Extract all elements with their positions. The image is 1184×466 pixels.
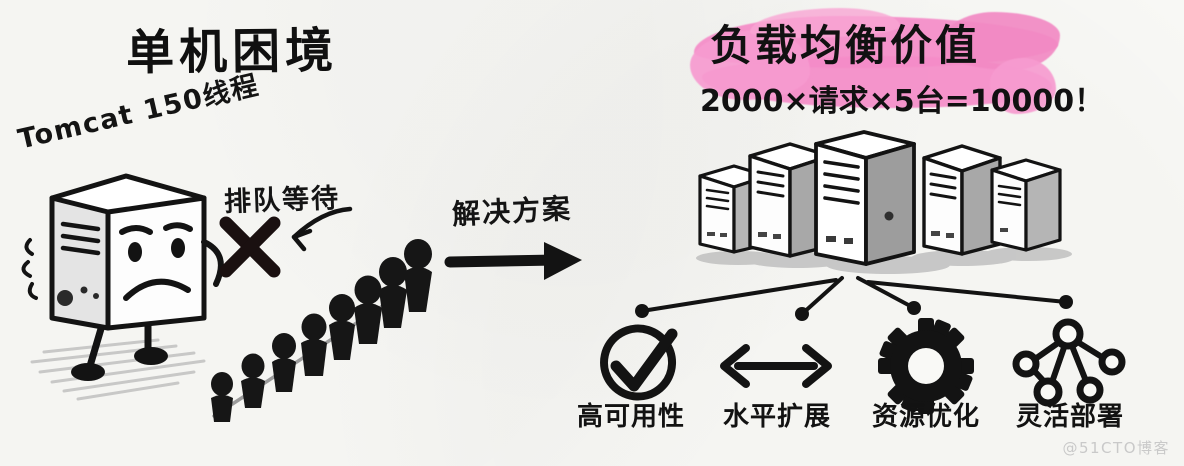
- benefit-connectors: [635, 276, 1073, 321]
- queue-person: [379, 257, 407, 328]
- gear-icon: [878, 318, 974, 414]
- solution-arrow-icon: [444, 242, 582, 280]
- queue-person: [329, 294, 355, 360]
- led-2: [93, 293, 99, 299]
- server-vents: [60, 221, 101, 256]
- ground-shadow: [30, 338, 206, 401]
- queue-person: [211, 372, 233, 422]
- network-nodes: [1012, 318, 1126, 407]
- server-frown-mouth: [123, 278, 191, 301]
- server-foot-left: [71, 363, 105, 381]
- curved-arrow-shaft: [291, 206, 353, 240]
- benefit-label-optimization: 资源优化: [871, 402, 980, 432]
- network-tree-icon: [1012, 318, 1126, 407]
- horizontal-arrows-icon: [720, 344, 832, 388]
- highlight-band: [690, 8, 1062, 114]
- benefit-label-scaling: 水平扩展: [722, 402, 831, 432]
- reject-and-arrow-group: [219, 206, 353, 278]
- server-eyebrows: [119, 222, 193, 235]
- watermark: @51CTO博客: [1062, 439, 1170, 457]
- load-balance-title: 负载均衡价值: [710, 21, 981, 70]
- queue-person: [354, 275, 382, 344]
- sweat-marks: [21, 238, 38, 300]
- connector-endpoints: [635, 295, 1073, 321]
- load-balance-formula: 2000×请求×5台=10000！: [700, 84, 1105, 119]
- server-tower: [990, 158, 1062, 252]
- queue-person: [301, 313, 327, 376]
- server-front-face: [105, 195, 207, 331]
- queue-person: [272, 333, 296, 392]
- server-arm: [201, 239, 224, 287]
- cross-mark: [219, 216, 281, 278]
- check-circle-icon: [600, 324, 678, 401]
- benefit-label-availability: 高可用性: [576, 402, 685, 432]
- server-cluster-illustration: [696, 130, 1072, 274]
- server-side-face: [49, 195, 111, 331]
- curved-arrow-head: [291, 228, 313, 252]
- queue-people: [211, 239, 432, 422]
- cluster-ground-shadow: [696, 247, 1072, 274]
- power-button: [57, 290, 73, 306]
- server-tower: [748, 142, 832, 258]
- server-tower: [922, 144, 1002, 256]
- server-foot-right: [134, 347, 168, 365]
- waiting-queue-illustration: [211, 239, 432, 422]
- server-eye-right: [171, 238, 185, 258]
- benefit-label-deployment: 灵活部署: [1015, 402, 1124, 432]
- queue-person: [241, 353, 265, 408]
- led-1: [80, 286, 88, 294]
- server-tower-primary: [814, 130, 916, 266]
- sad-server-illustration: [21, 173, 224, 401]
- server-eye-left: [128, 242, 142, 262]
- solution-label: 解决方案: [451, 191, 573, 232]
- queue-person: [404, 239, 432, 312]
